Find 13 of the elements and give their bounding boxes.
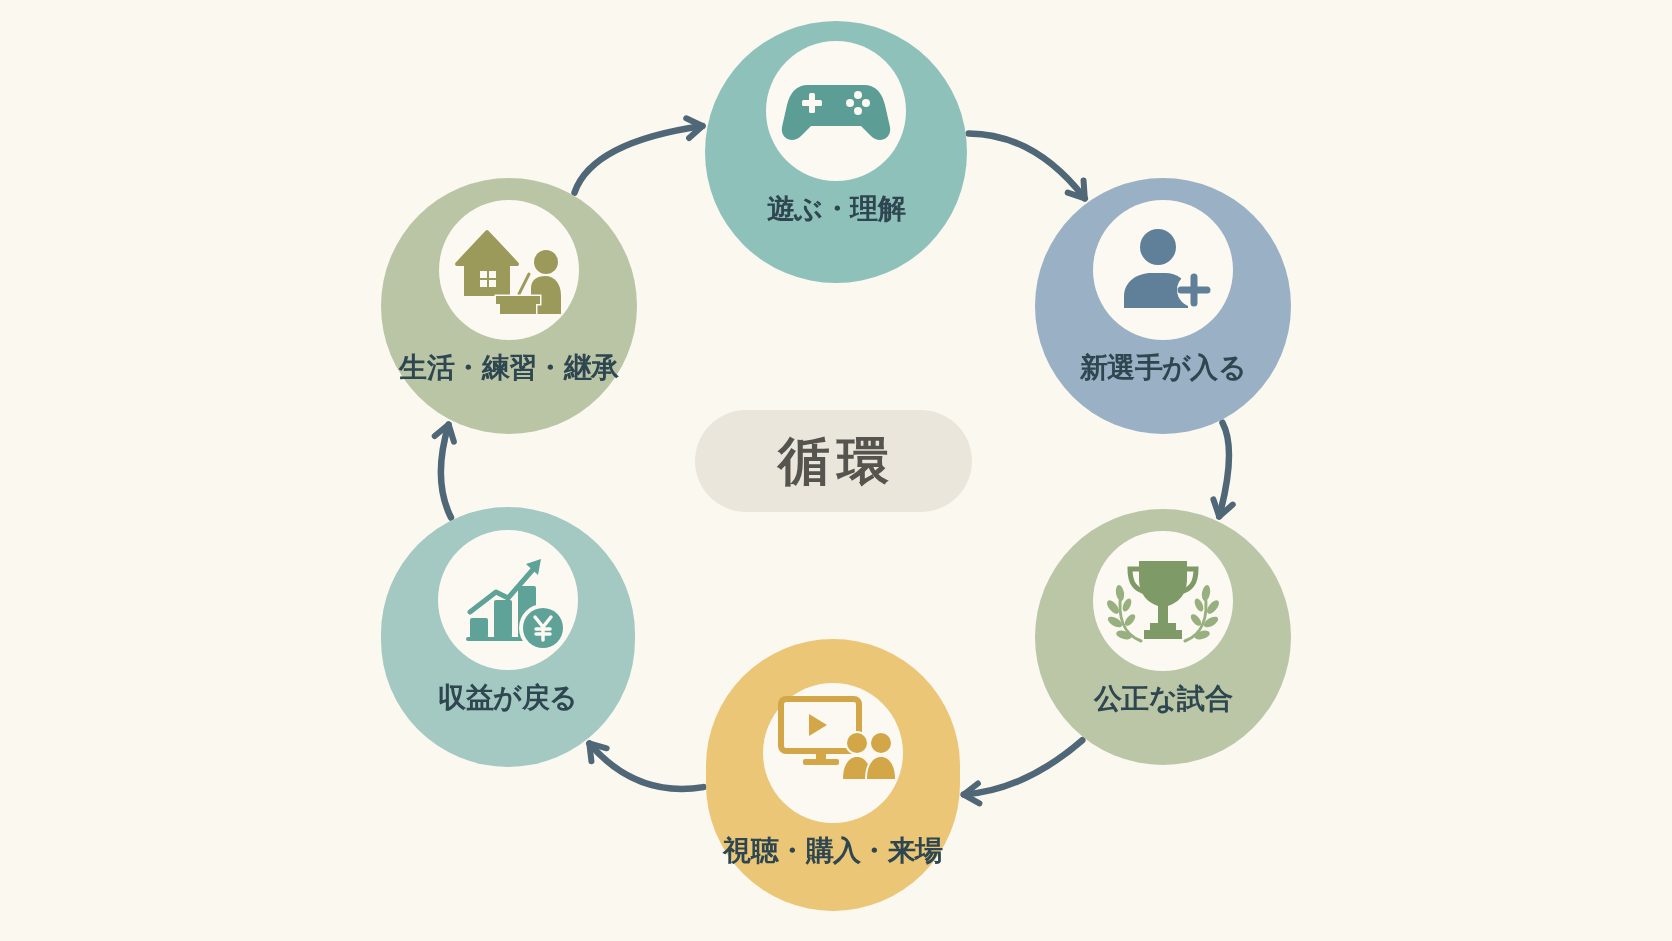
stage-label: 遊ぶ・理解 <box>766 193 906 225</box>
arrow <box>571 115 706 196</box>
arrow <box>960 736 1086 806</box>
stage-label: 収益が戻る <box>438 682 578 714</box>
arrow <box>1210 419 1236 520</box>
stage-label: 新選手が入る <box>1079 352 1247 384</box>
arrow <box>586 740 707 793</box>
center-label: 循環 <box>776 435 897 487</box>
stage-label: 公正な試合 <box>1093 683 1233 715</box>
arrow <box>965 130 1089 202</box>
arrow <box>431 421 458 521</box>
stage-label: 生活・練習・継承 <box>399 352 619 384</box>
stage-label: 視聴・購入・来場 <box>723 835 943 867</box>
